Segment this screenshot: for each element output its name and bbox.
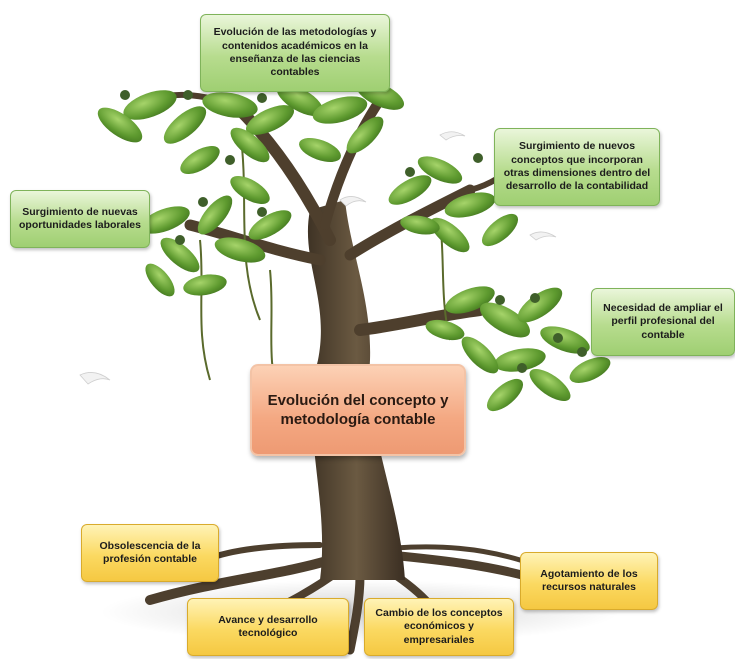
root-label-bottom-left: Avance y desarrollo tecnológico <box>218 613 318 639</box>
root-label-bottom-mid: Cambio de los conceptos económicos y emp… <box>375 606 503 646</box>
branch-label-left: Surgimiento de nuevas oportunidades labo… <box>19 205 141 231</box>
root-box-bottom-left: Avance y desarrollo tecnológico <box>187 598 349 656</box>
branch-box-right-top: Surgimiento de nuevos conceptos que inco… <box>494 128 660 206</box>
center-concept-label: Evolución del concepto y metodología con… <box>267 391 449 428</box>
birds <box>79 131 557 385</box>
branch-label-right-mid: Necesidad de ampliar el perfil profesion… <box>603 301 723 341</box>
center-concept-box: Evolución del concepto y metodología con… <box>250 364 466 456</box>
branch-label-right-top: Surgimiento de nuevos conceptos que inco… <box>503 140 651 193</box>
branch-box-left: Surgimiento de nuevas oportunidades labo… <box>10 190 150 248</box>
root-label-left-top: Obsolescencia de la profesión contable <box>99 539 201 565</box>
branch-box-top: Evolución de las metodologías y contenid… <box>200 14 390 92</box>
root-box-right: Agotamiento de los recursos naturales <box>520 552 658 610</box>
root-box-left-top: Obsolescencia de la profesión contable <box>81 524 219 582</box>
root-box-bottom-mid: Cambio de los conceptos económicos y emp… <box>364 598 514 656</box>
branch-box-right-mid: Necesidad de ampliar el perfil profesion… <box>591 288 735 356</box>
branch-label-top: Evolución de las metodologías y contenid… <box>213 26 377 79</box>
foliage <box>97 80 611 412</box>
root-label-right: Agotamiento de los recursos naturales <box>540 567 638 593</box>
